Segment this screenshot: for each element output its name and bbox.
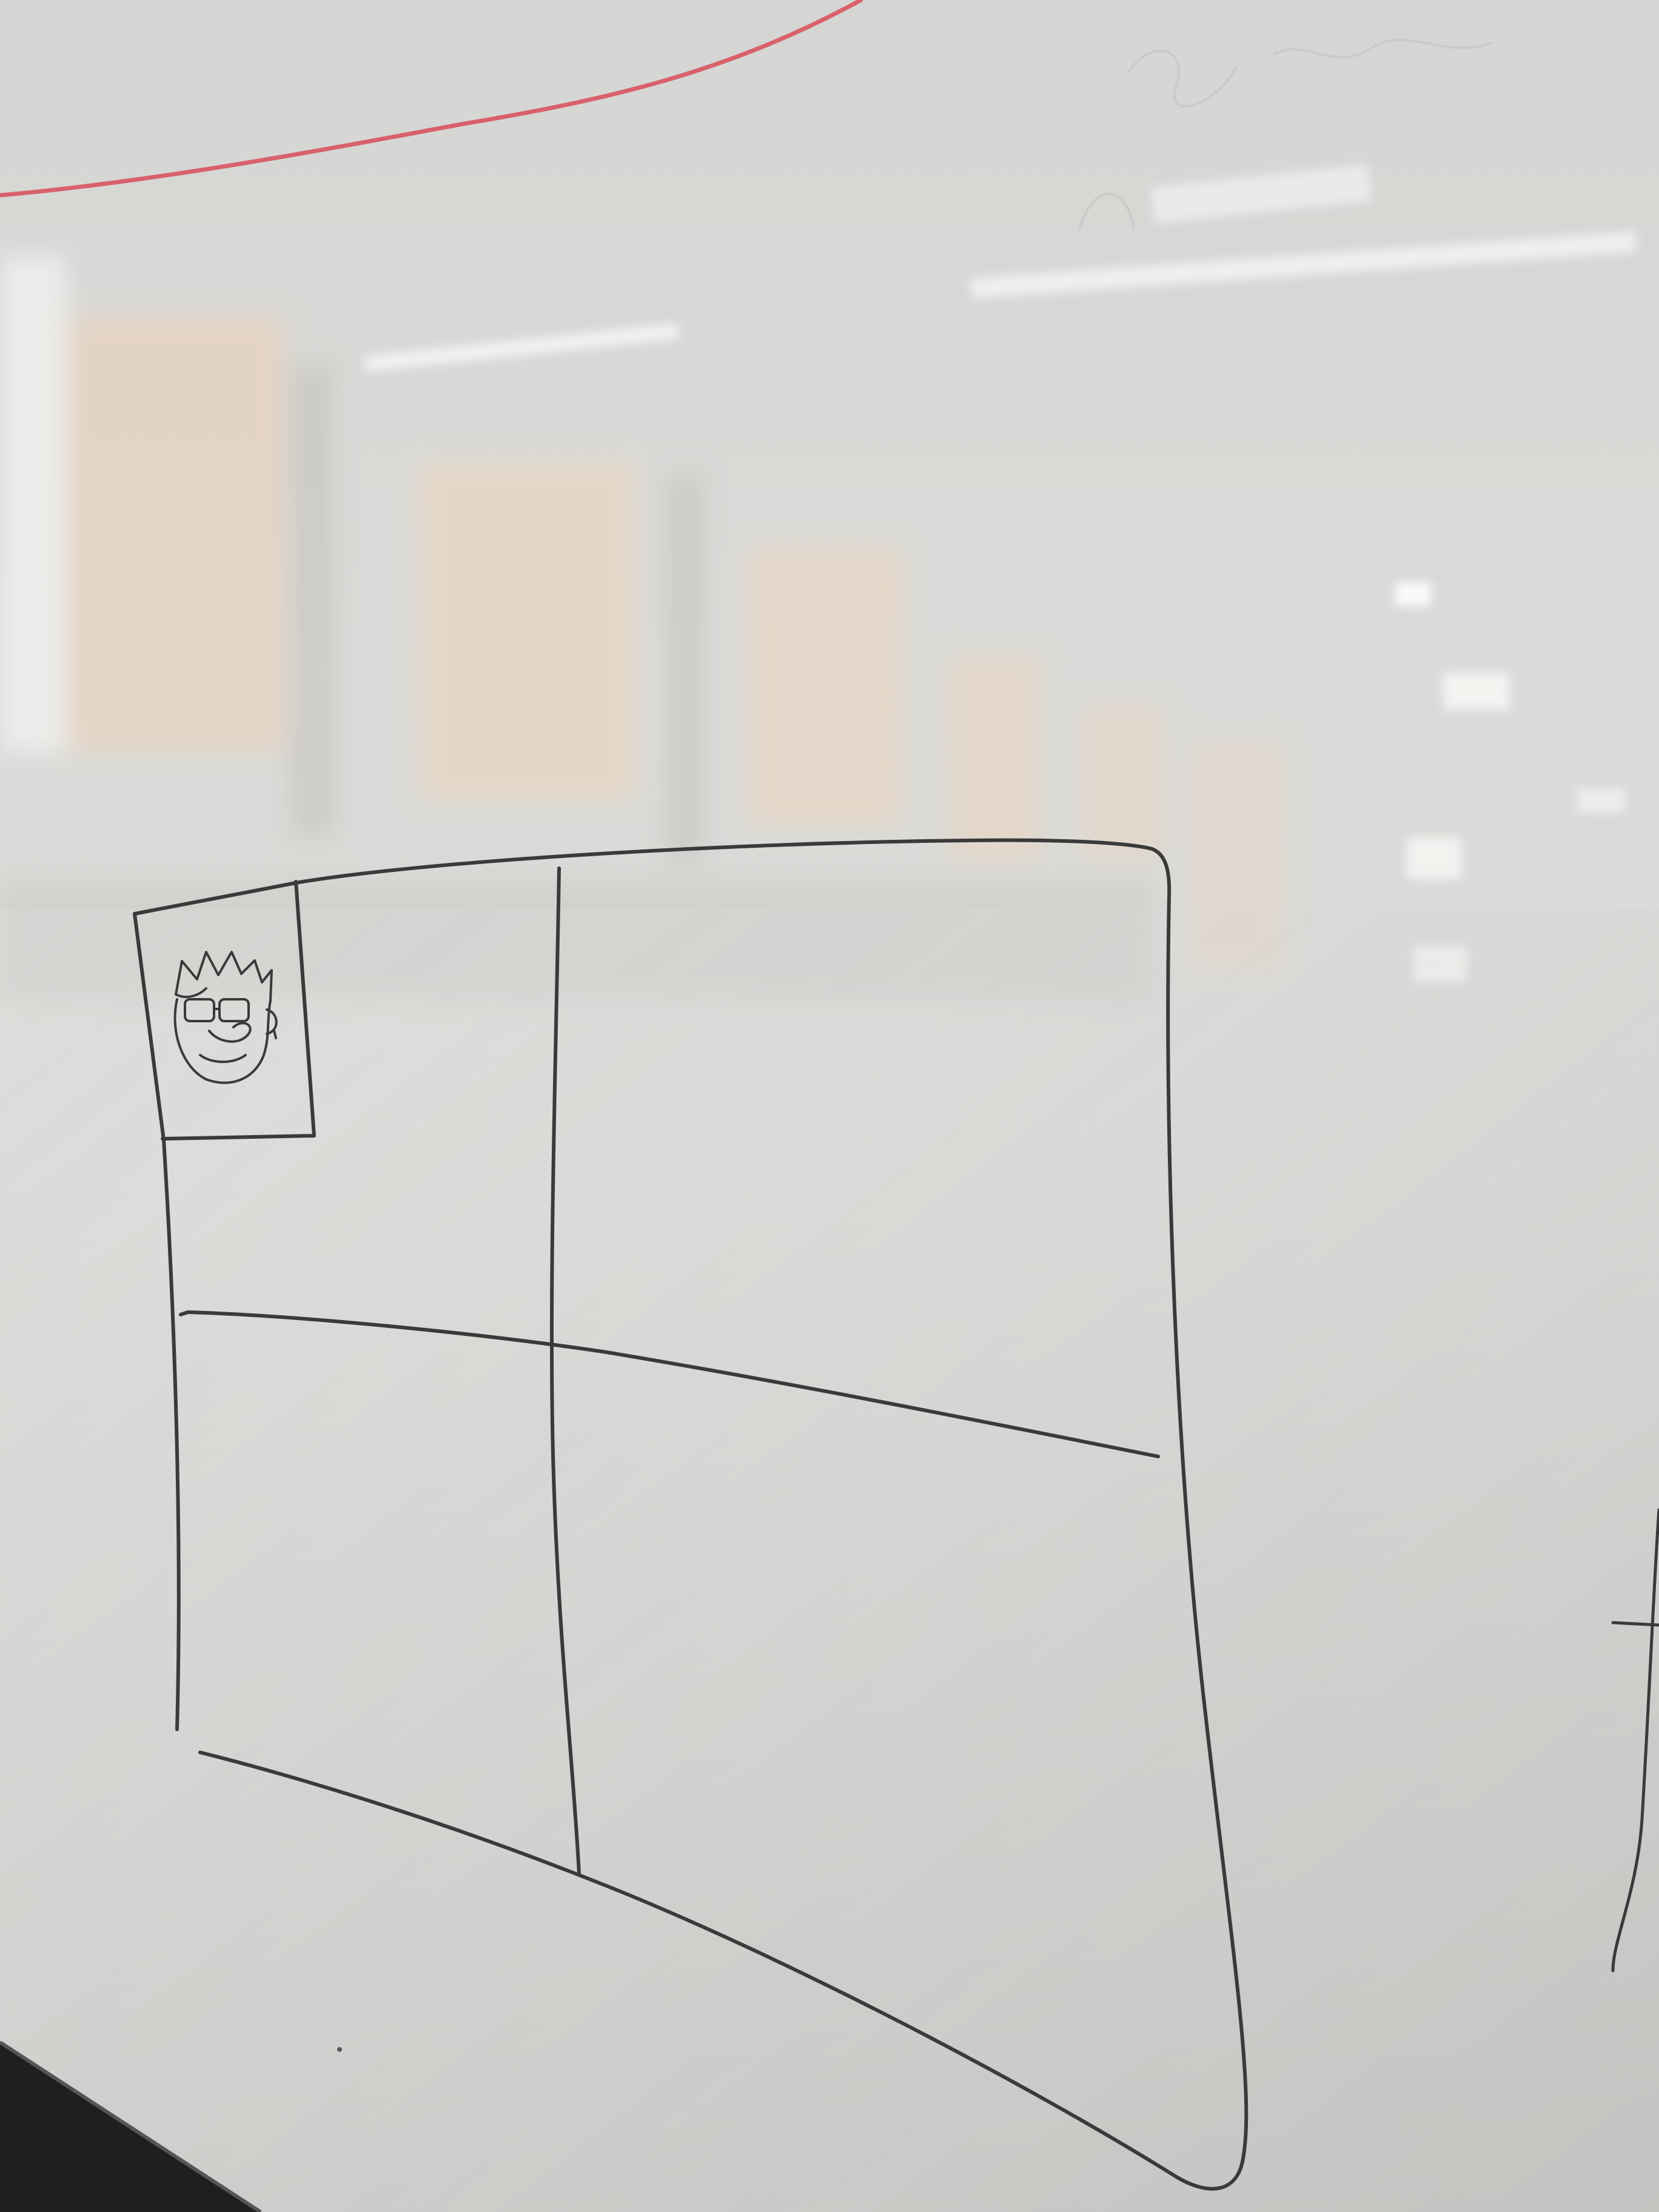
frame-bottom-edge [198,1751,1178,2179]
crowned-face-doodle-icon [173,951,278,1084]
marker-dot [337,2047,342,2052]
red-marker-line [0,0,863,198]
right-edge-marker-line [1611,1508,1659,1972]
frame-right-edge [1150,847,1248,2191]
frame-left-edge [133,912,181,1731]
horizontal-divider [179,1310,1160,1458]
erased-marker-ghosts [1078,38,1492,231]
frame-top-edge [133,838,1154,916]
board-frame-edge [0,2040,262,2212]
avatar-box [161,880,316,1141]
board-shading [0,910,1659,2212]
wireframe-sketch [133,838,1248,2191]
vertical-divider [549,866,581,1875]
